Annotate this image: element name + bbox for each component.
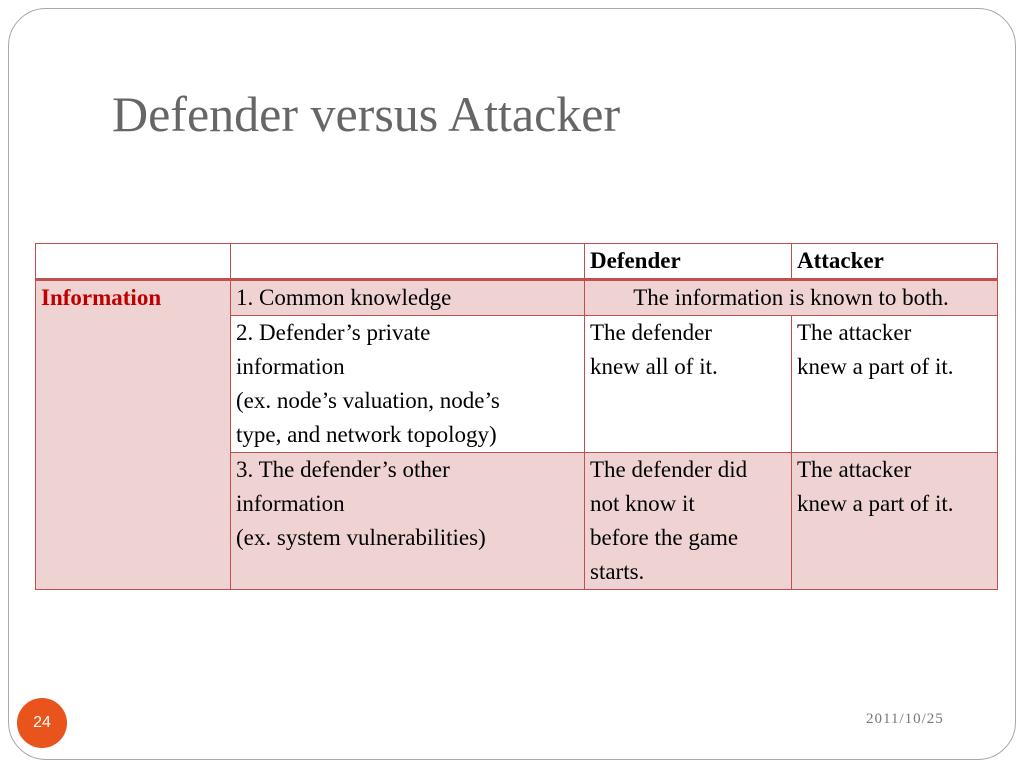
defender-line: not know it (590, 491, 695, 516)
item-line: 2. Defender’s private (236, 320, 431, 345)
attacker-line: The attacker (797, 457, 912, 482)
header-cell-attacker: Attacker (791, 243, 998, 281)
page-number-badge: 24 (17, 698, 67, 748)
defender-line: knew all of it. (590, 354, 718, 379)
item-cell: 1. Common knowledge (230, 279, 585, 316)
item-line: information (236, 354, 345, 379)
table-header-row: Defender Attacker (35, 243, 998, 281)
attacker-cell: The attacker knew a part of it. (791, 315, 998, 453)
item-line: (ex. system vulnerabilities) (236, 525, 486, 550)
category-cell-information: Information (35, 279, 231, 590)
attacker-line: knew a part of it. (797, 354, 954, 379)
table-row: 2. Defender’s private information (ex. n… (36, 315, 998, 453)
slide-title: Defender versus Attacker (112, 86, 621, 142)
info-table: Defender Attacker Information 1. Common … (35, 243, 998, 590)
attacker-cell: The attacker knew a part of it. (791, 452, 998, 590)
item-cell: 3. The defender’s other information (ex.… (230, 452, 585, 590)
attacker-line: knew a part of it. (797, 491, 954, 516)
defender-line: The defender did (590, 457, 748, 482)
header-cell-item (230, 243, 585, 281)
merged-knowledge-cell: The information is known to both. (584, 279, 998, 316)
defender-line: before the game (590, 525, 739, 550)
defender-line: The defender (590, 320, 712, 345)
table-row: Information 1. Common knowledge The info… (35, 279, 998, 590)
header-cell-defender: Defender (584, 243, 792, 281)
table-row: 3. The defender’s other information (ex.… (36, 452, 998, 590)
defender-cell: The defender knew all of it. (584, 315, 792, 453)
header-cell-category (35, 243, 231, 281)
item-cell: 2. Defender’s private information (ex. n… (230, 315, 585, 453)
item-line: (ex. node’s valuation, node’s (236, 388, 500, 413)
slide-date: 2011/10/25 (866, 711, 944, 727)
defender-line: starts. (590, 559, 645, 584)
item-line: 1. Common knowledge (236, 285, 452, 310)
defender-cell: The defender did not know it before the … (584, 452, 792, 590)
attacker-line: The attacker (797, 320, 912, 345)
item-line: 3. The defender’s other (236, 457, 450, 482)
item-line: type, and network topology) (236, 422, 497, 447)
item-line: information (236, 491, 345, 516)
